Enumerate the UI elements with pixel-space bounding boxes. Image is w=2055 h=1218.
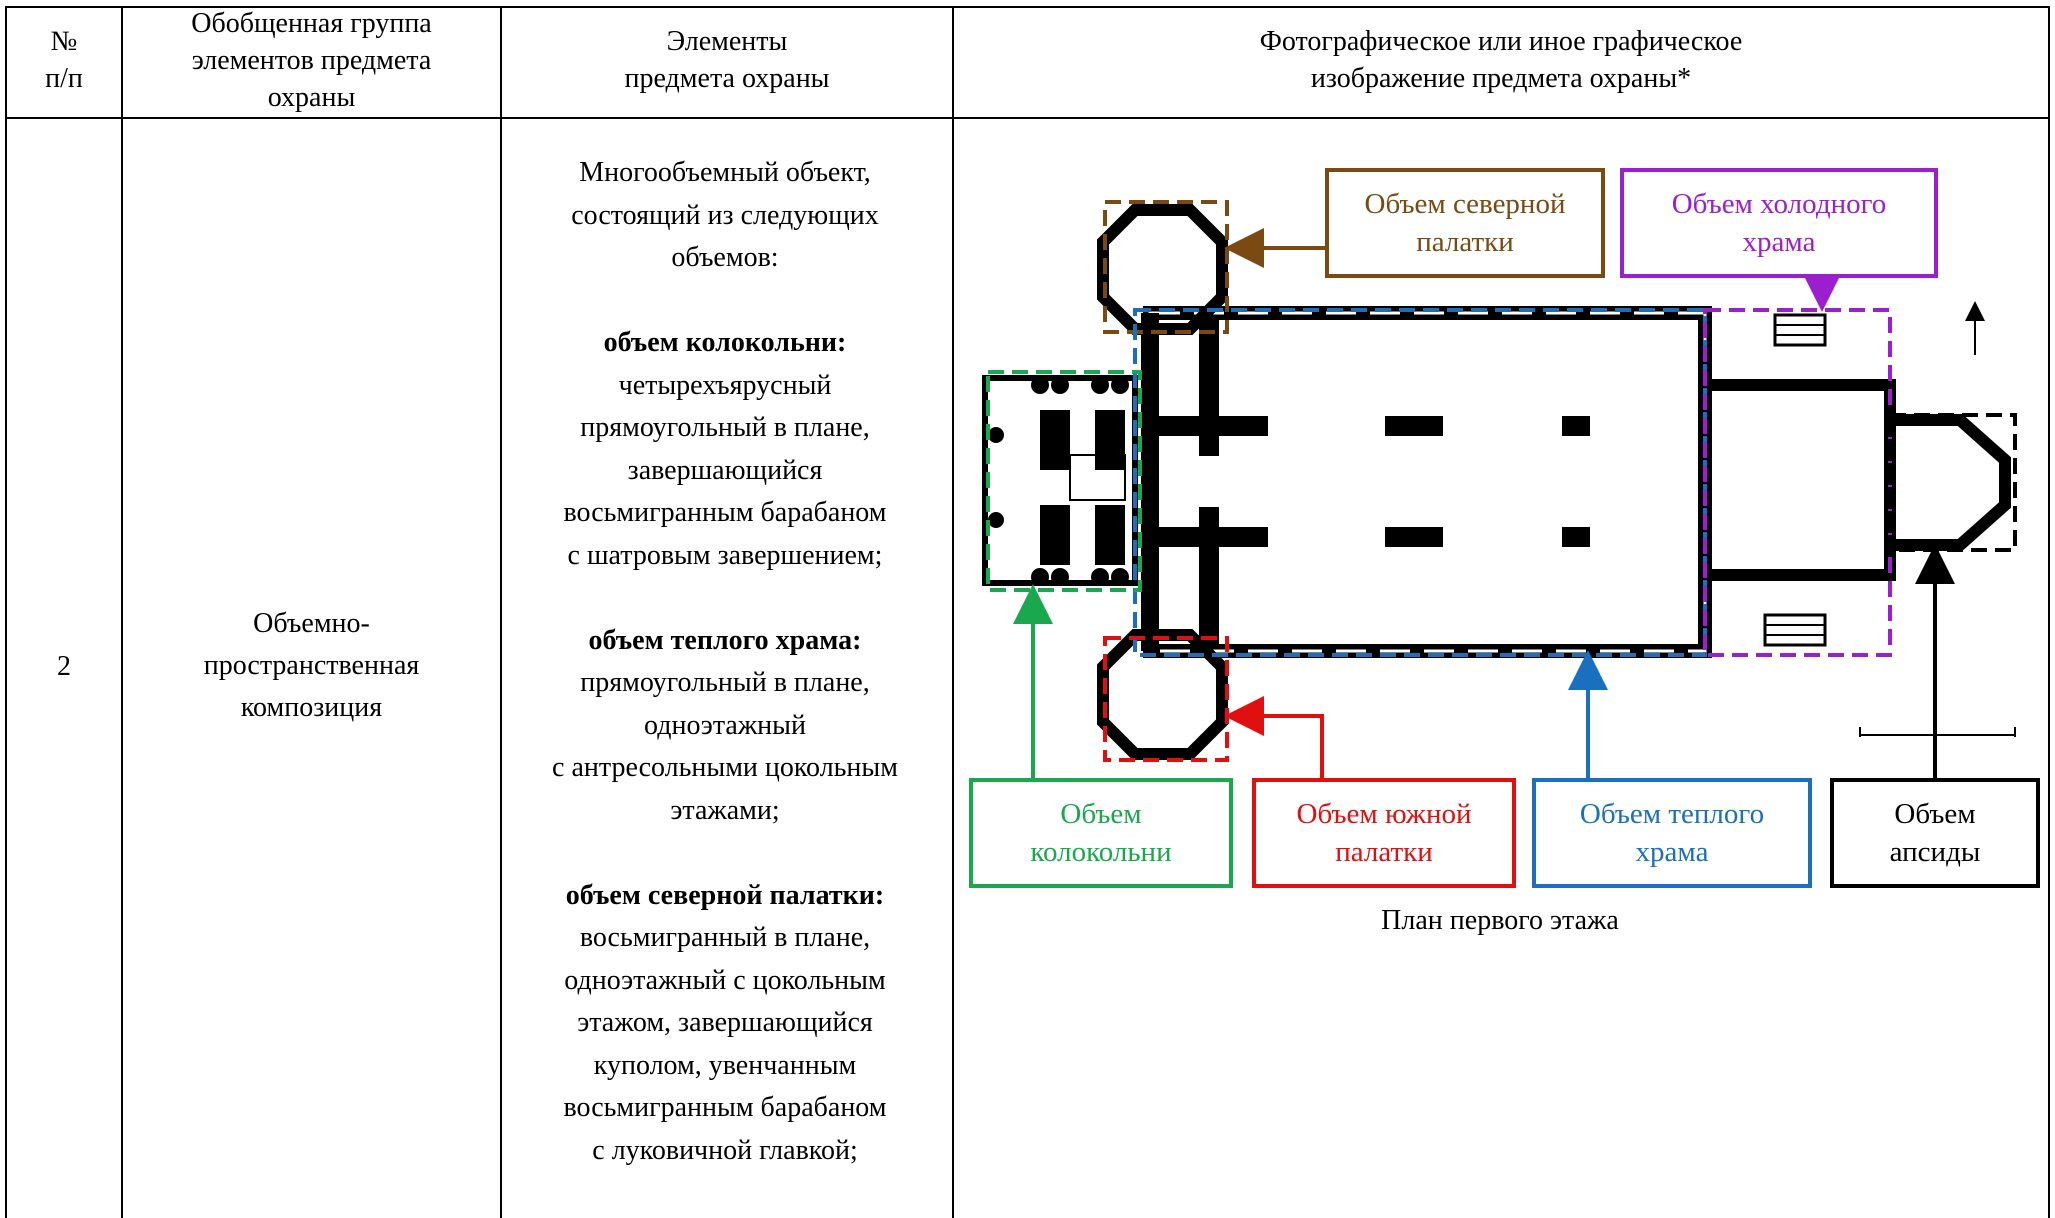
bell-tower-walls [982,375,1138,586]
warm-title: объем теплого храма: [588,624,862,656]
plan-caption: План первого этажа [1381,905,1619,936]
table-border-top [5,6,2050,8]
row-elements: Многообъемный объект, состоящий из следу… [501,152,949,1172]
warm-temple-outline [1133,308,1707,657]
apse-walls [1890,414,2011,551]
row-number: 2 [57,651,71,682]
north-chapel-outline [1103,200,1229,334]
table-border-left [5,6,7,1218]
column-divider-3 [952,6,954,1218]
cold-temple-outline [1703,308,1892,657]
apse-outline [1888,413,2017,552]
warm-temple-walls [1141,306,1712,658]
south-arrow-leader [1224,696,1324,778]
cold-temple-walls [1699,313,1896,647]
column-divider-1 [121,6,123,1218]
table-frame [5,6,2050,1218]
bell-title: объем колокольни: [603,327,847,358]
column-divider-2 [500,6,502,1218]
row-group: Объемно- пространственная композиция [203,608,420,723]
bell-tower-outline [986,370,1142,592]
header-divider [5,117,2050,119]
floor-plan [982,200,2017,778]
north-title: объем северной палатки: [565,879,885,911]
table-border-right [2048,6,2050,1218]
